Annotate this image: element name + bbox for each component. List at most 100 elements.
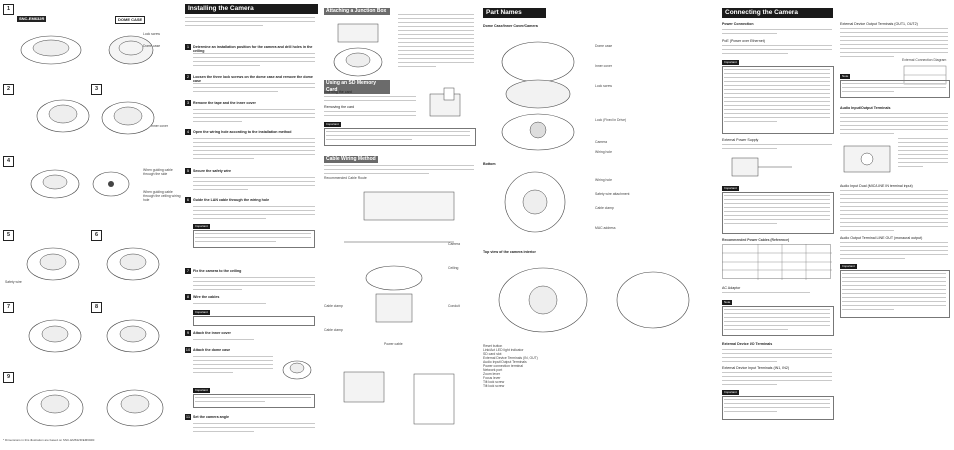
- step-label: Wire the cables: [193, 295, 220, 299]
- important-box: [722, 66, 834, 134]
- sd-remove: Removing the card: [324, 105, 355, 109]
- cable-text: [324, 165, 474, 177]
- top-item: Audio Input/Output Terminals: [483, 360, 527, 364]
- figure-num-8: 8: [91, 302, 102, 313]
- audio-drawing: [843, 145, 891, 173]
- top-drawing: [498, 267, 690, 333]
- important-text: [724, 195, 830, 227]
- cable-title: Cable Wiring Method: [324, 156, 378, 163]
- step-text: [193, 109, 315, 125]
- caption-hole1: When guiding cable through the side: [143, 168, 173, 176]
- figure-num-3: 3: [91, 84, 102, 95]
- step-num: 3: [185, 100, 191, 106]
- step-label: Open the wiring hole according to the in…: [193, 130, 292, 134]
- step-num: 11: [185, 414, 191, 420]
- sd-insert: Inserting the card: [324, 90, 352, 94]
- caption-hole2: When guiding cable through the ceiling w…: [143, 190, 181, 202]
- figure-2-drawing: [36, 99, 155, 135]
- audio-in-title: Audio Input Dual (MIC/LINE IN terminal i…: [840, 184, 913, 188]
- figure-num-9: 9: [3, 372, 14, 383]
- top-item: Focus lever: [483, 376, 501, 380]
- ext-out-text: [840, 28, 948, 60]
- important-box: [193, 230, 315, 248]
- audio-title: Audio Input/Output Terminals: [840, 106, 891, 110]
- note-badge: Note: [840, 74, 851, 79]
- sd-card-drawing: [429, 87, 461, 117]
- junction-text: [398, 14, 474, 70]
- step-text: [193, 177, 315, 193]
- important-box: [722, 396, 834, 420]
- important-badge: Important: [722, 186, 739, 191]
- step-label: Attach the dome case: [193, 348, 231, 352]
- audio-out-title: Audio Output Terminal LINE OUT (monaural…: [840, 236, 923, 240]
- power-connector-drawing: [731, 157, 792, 177]
- bottom-label: Cable clamp: [595, 206, 614, 210]
- step-num: 2: [185, 74, 191, 80]
- parts-sub: Dome Case/Inner Cover/Camera: [483, 24, 538, 28]
- important-box: [193, 316, 315, 326]
- note-text: [842, 83, 946, 95]
- step-text: [193, 423, 315, 435]
- cable-label: Conduit: [448, 304, 460, 308]
- model-badge: SNC-EM632R: [17, 16, 47, 22]
- step-label: Set the camera angle: [193, 415, 229, 419]
- sd-title: Using an SD Memory Card: [324, 80, 390, 94]
- step-num: 7: [185, 268, 191, 274]
- important-box: [324, 128, 476, 146]
- figure-num-5: 5: [3, 230, 14, 241]
- bottom-label: Wiring hole: [595, 178, 612, 182]
- ext-diagram-label: External Connection Diagram: [902, 58, 947, 62]
- parts-label: Inner cover: [595, 64, 612, 68]
- figure-num-6: 6: [91, 230, 102, 241]
- top-item: SD card slot: [483, 352, 502, 356]
- audio-side-text: [898, 138, 948, 170]
- ext-in-title: External Device Input Terminals (IN1, IN…: [722, 366, 790, 370]
- important-text: [724, 69, 830, 125]
- note-box: [722, 306, 834, 336]
- install-column: Installing the Camera 1 Determine an ins…: [185, 4, 318, 444]
- caption-inner-cover: Inner cover: [151, 124, 168, 128]
- step-text: [193, 206, 315, 222]
- poe-text: [722, 45, 832, 57]
- step-text: [193, 339, 315, 343]
- figure-7-drawing: [28, 319, 160, 353]
- important-box: [193, 394, 315, 408]
- figure-column: 1 SNC-EM632R DOME CASE Lock screw Dome c…: [3, 4, 181, 444]
- ext-power-title: External Power Supply: [722, 138, 759, 142]
- step-text: [193, 53, 315, 69]
- top-item: Tilt lock screw: [483, 384, 505, 388]
- step-num: 1: [185, 44, 191, 50]
- important-badge: Important: [324, 122, 341, 127]
- top-item: Power connection terminal: [483, 364, 523, 368]
- top-item: Network port: [483, 368, 503, 372]
- power-text: [722, 29, 832, 37]
- step-num: 10: [185, 347, 191, 353]
- important-text: [195, 397, 311, 405]
- step-text: [193, 303, 315, 307]
- ac-title: AC Adaptor: [722, 286, 741, 290]
- bottom-label: MAC address: [595, 226, 616, 230]
- table-title: Recommended Power Cables (Reference): [722, 238, 790, 242]
- important-badge: Important: [193, 388, 210, 393]
- step-text: [193, 83, 315, 95]
- connect-column-1: Connecting the Camera Power Connection P…: [722, 4, 834, 444]
- footnote: * Dimensions in this illustration are ba…: [3, 438, 96, 442]
- top-item: Reset button: [483, 344, 503, 348]
- figure-num-4: 4: [3, 156, 14, 167]
- ext-in-text: [722, 372, 832, 388]
- step-label: Remove the tape and the inner cover: [193, 101, 256, 105]
- junction-drawing: [333, 23, 383, 77]
- important-text: [195, 233, 311, 245]
- audio-text: [840, 113, 948, 137]
- figure-9-drawing: [26, 389, 164, 427]
- figure-1-drawing: [20, 35, 154, 65]
- figure-num-7: 7: [3, 302, 14, 313]
- cable-detail-drawing: [343, 371, 455, 425]
- caption-lock-screw: Lock screw: [143, 32, 160, 36]
- power-title: Power Connection: [722, 22, 754, 26]
- step-num: 8: [185, 294, 191, 300]
- install-title: Installing the Camera: [185, 4, 318, 14]
- junction-column: Attaching a Junction Box Using an SD Mem…: [324, 4, 476, 444]
- important-badge: Important: [722, 390, 739, 395]
- case-badge: DOME CASE: [115, 16, 146, 24]
